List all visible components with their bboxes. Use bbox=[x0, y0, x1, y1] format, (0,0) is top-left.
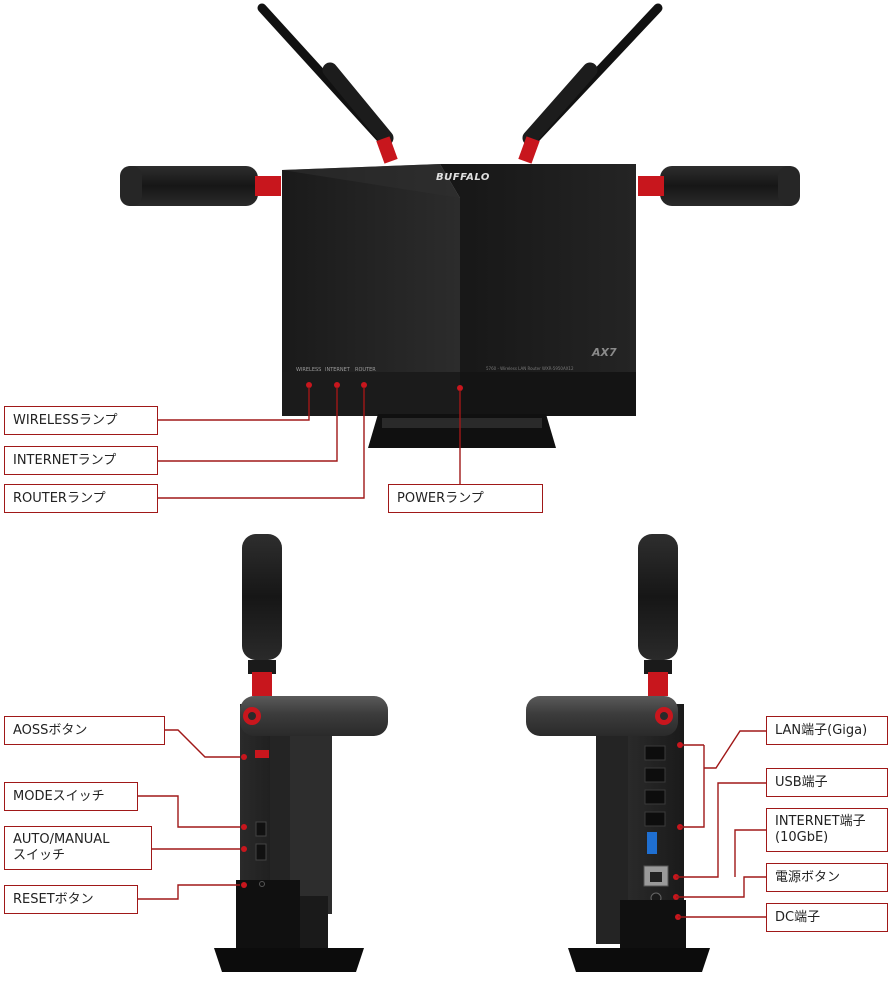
reset-button-shape bbox=[259, 881, 265, 887]
right-rear-view bbox=[526, 534, 710, 972]
label-internet-lamp: INTERNETランプ bbox=[4, 446, 158, 475]
label-auto-manual-switch: AUTO/MANUAL スイッチ bbox=[4, 826, 152, 870]
label-mode-switch: MODEスイッチ bbox=[4, 782, 138, 811]
mode-switch-shape bbox=[255, 821, 267, 837]
antenna-top-right bbox=[518, 3, 663, 164]
auto-manual-switch-shape bbox=[255, 843, 267, 861]
antenna-side-right bbox=[638, 166, 800, 206]
brand-logo: BUFFALO bbox=[436, 172, 490, 183]
antenna-top-left bbox=[257, 3, 398, 164]
label-power-lamp: POWERランプ bbox=[388, 484, 543, 513]
leader-lines-top bbox=[158, 387, 461, 499]
internet-small-label: INTERNET bbox=[325, 367, 350, 373]
router-body-left-face bbox=[282, 164, 460, 372]
label-usb-port: USB端子 bbox=[766, 768, 888, 797]
router-body-right-face bbox=[440, 164, 636, 372]
label-power-button: 電源ボタン bbox=[766, 863, 888, 892]
router-small-label: ROUTER bbox=[355, 367, 376, 373]
wireless-small-label: WIRELESS bbox=[296, 367, 322, 373]
front-small-print: 5760 - Wireless LAN Router WXR-5950AX12 bbox=[486, 366, 574, 371]
label-reset-button: RESETボタン bbox=[4, 885, 138, 914]
leader-lines-right bbox=[676, 730, 766, 918]
wireless-lamp-dot bbox=[306, 382, 312, 388]
router-lamp-dot bbox=[361, 382, 367, 388]
label-wireless-lamp: WIRELESSランプ bbox=[4, 406, 158, 435]
model-badge: AX7 bbox=[592, 346, 617, 359]
label-lan-port: LAN端子(Giga) bbox=[766, 716, 888, 745]
power-lamp-dot bbox=[457, 385, 463, 391]
label-router-lamp: ROUTERランプ bbox=[4, 484, 158, 513]
antenna-side-left bbox=[120, 166, 281, 206]
label-internet-port: INTERNET端子 (10GbE) bbox=[766, 808, 888, 852]
label-aoss-button: AOSSボタン bbox=[4, 716, 165, 745]
leader-lines-left bbox=[138, 729, 240, 900]
front-view bbox=[120, 3, 800, 448]
label-dc-port: DC端子 bbox=[766, 903, 888, 932]
aoss-button-shape bbox=[255, 750, 269, 758]
usb-port-shape bbox=[647, 832, 657, 854]
internet-lamp-dot bbox=[334, 382, 340, 388]
left-side-view bbox=[214, 534, 388, 972]
